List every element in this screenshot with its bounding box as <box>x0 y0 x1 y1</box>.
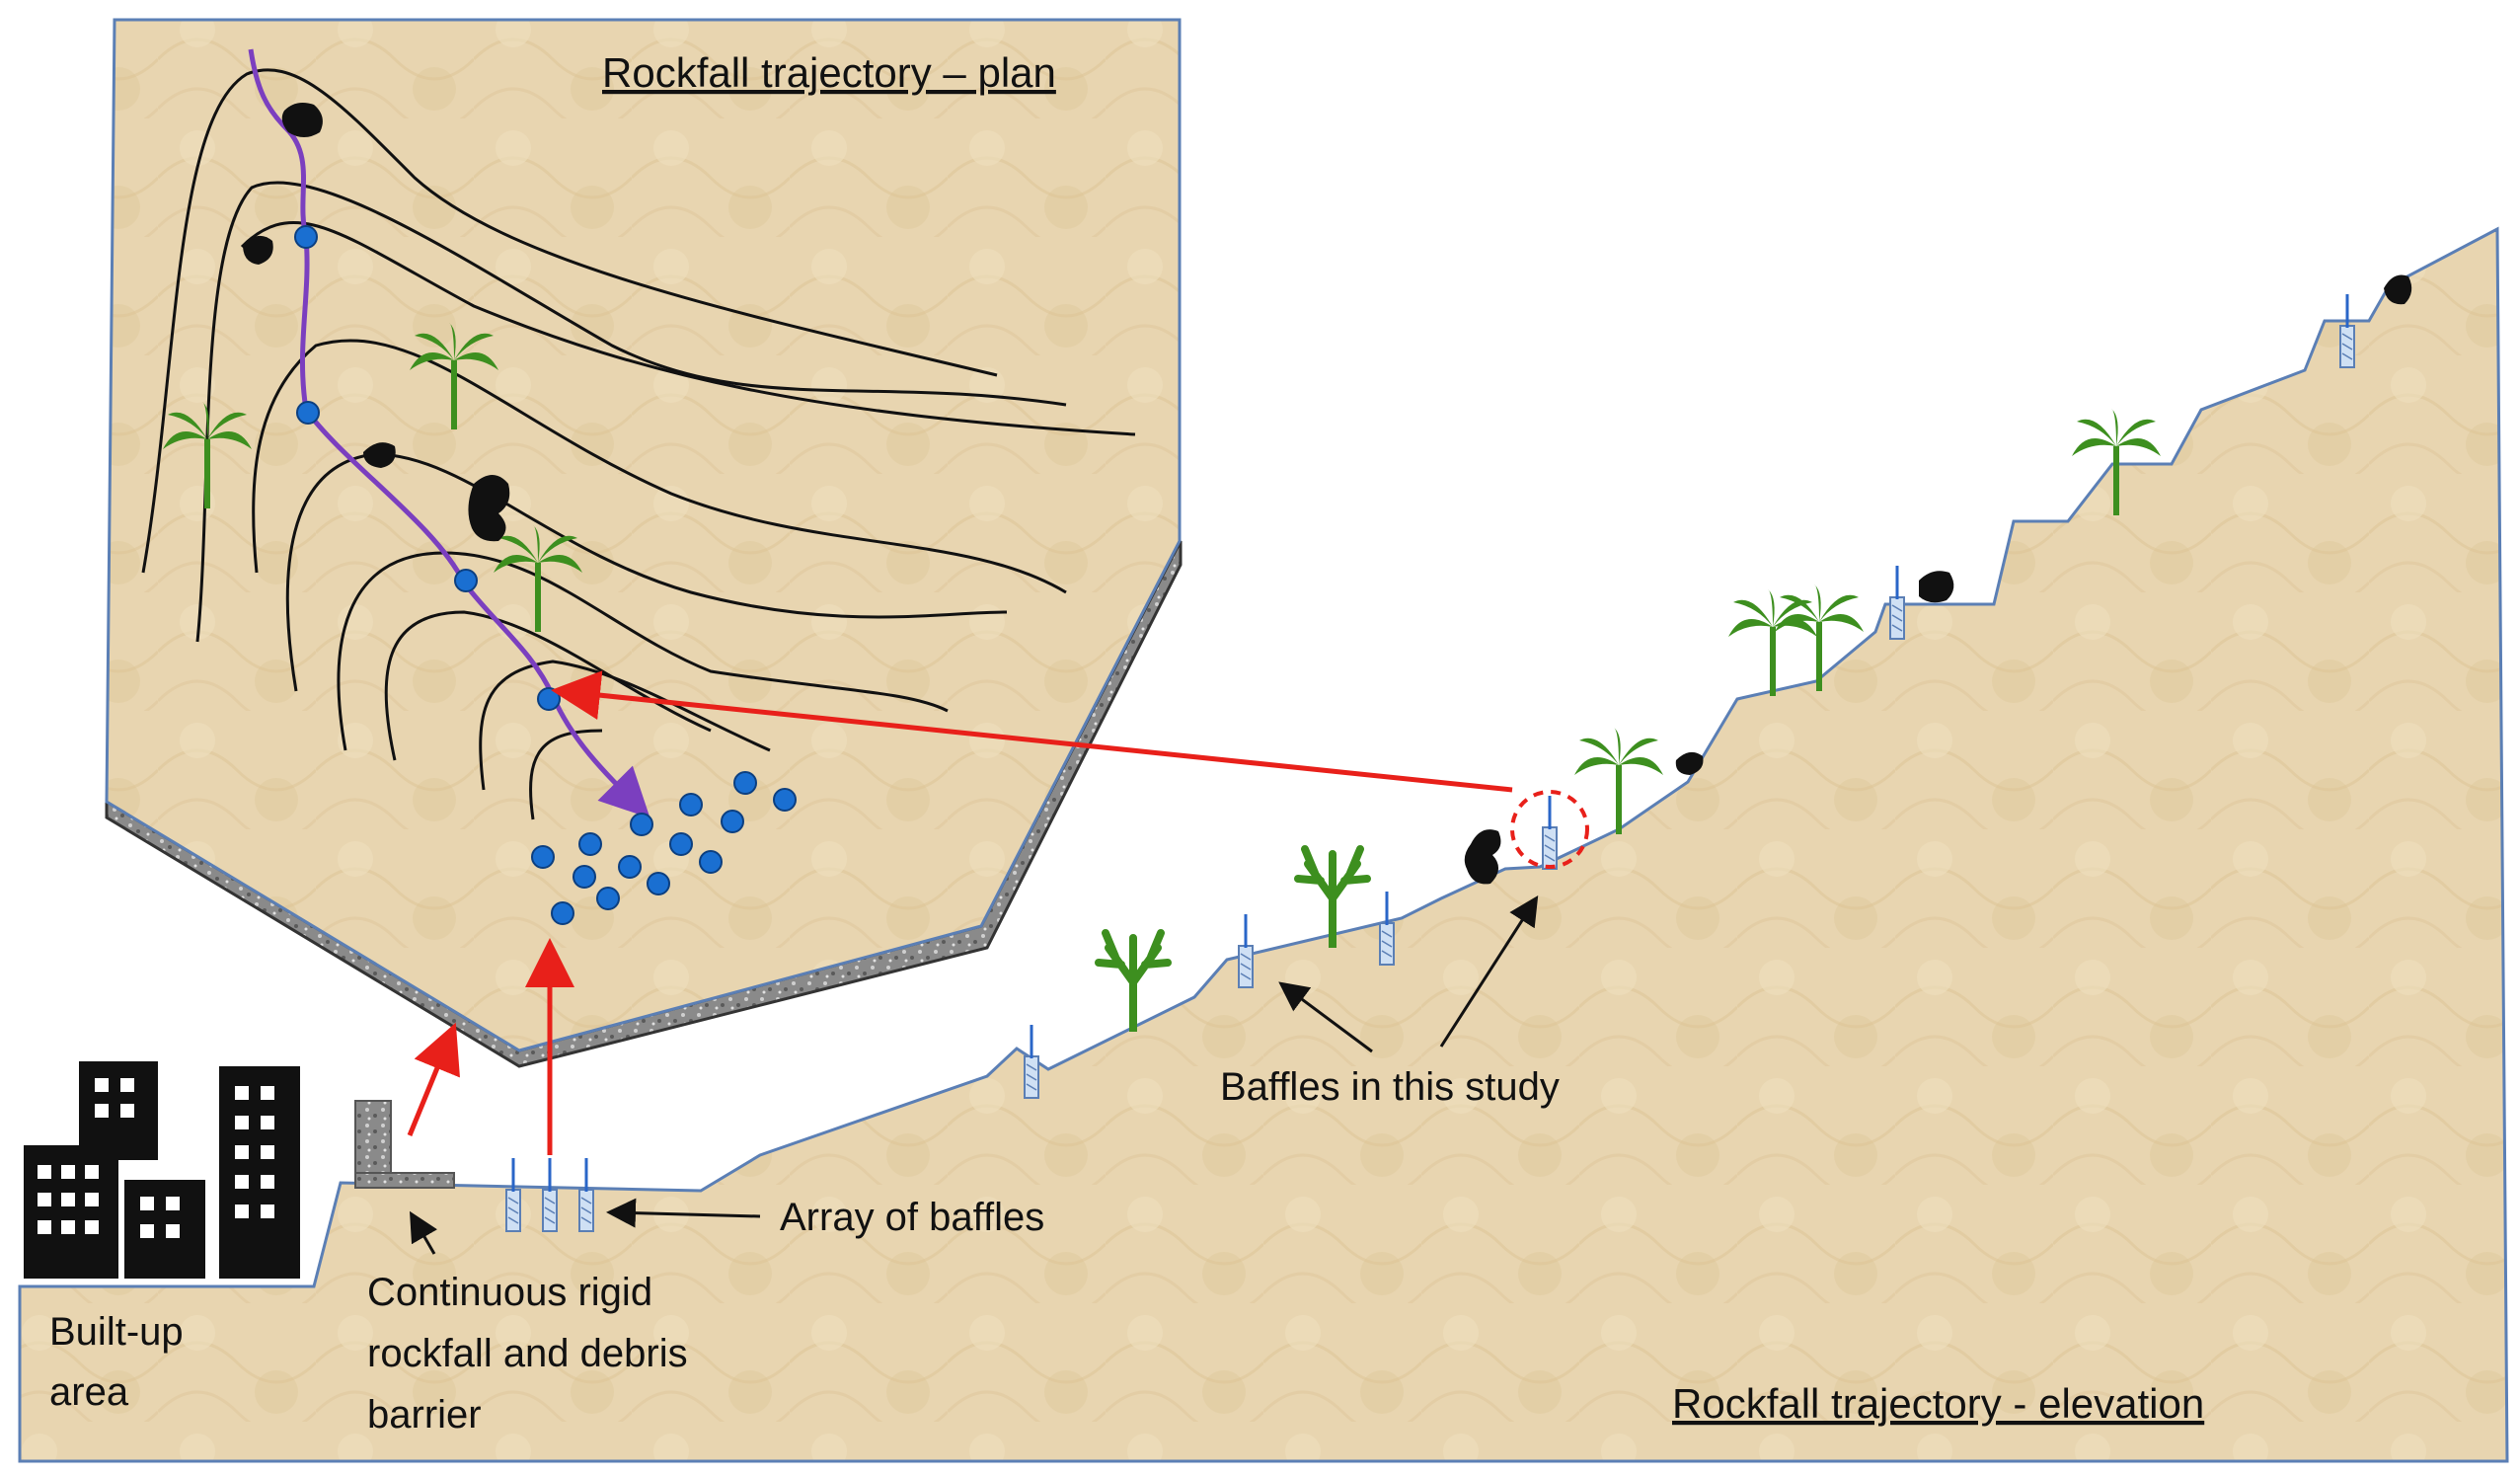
building-icon <box>124 1180 205 1279</box>
label-array-of-baffles: Array of baffles <box>780 1196 1044 1239</box>
label-barrier-1: Continuous rigid <box>367 1271 652 1314</box>
baffle-post-icon <box>1541 794 1559 871</box>
boulder-icon <box>1919 571 1954 603</box>
rigid-barrier <box>354 1100 455 1189</box>
baffle-post-icon <box>2338 292 2356 369</box>
building-windows <box>38 1078 274 1238</box>
boulder-icon <box>468 475 510 542</box>
boulder-icon <box>1464 829 1501 885</box>
boulder-icon <box>281 103 323 137</box>
baffle-post-icon <box>1237 912 1255 989</box>
building-icon <box>219 1066 300 1279</box>
baffle-post-icon <box>504 1156 522 1233</box>
boulder-icon <box>2384 274 2412 305</box>
plan-contours <box>141 68 1136 820</box>
elevation-view-title: Rockfall trajectory - elevation <box>1672 1380 2204 1427</box>
boulder-icon <box>1675 751 1704 775</box>
elevation-boulders <box>1464 274 2412 885</box>
baffle-post-icon <box>541 1156 559 1233</box>
baffle-post-icon <box>1888 564 1906 641</box>
baffle-post-icon <box>577 1156 595 1233</box>
pointer-study-2 <box>1439 894 1539 1048</box>
pointer-array <box>606 1198 761 1228</box>
label-built-up-2: area <box>49 1370 129 1414</box>
callout-arrow-study-baffle <box>551 670 1513 793</box>
pointer-study-1 <box>1278 981 1373 1053</box>
plan-view-panel <box>105 18 1182 1052</box>
boulder-icon <box>243 235 273 265</box>
plan-boulders <box>243 103 510 542</box>
callout-arrow-barrier <box>407 1022 460 1136</box>
baffle-array-dots <box>531 771 797 925</box>
plan-view-title: Rockfall trajectory – plan <box>602 49 1056 96</box>
building-icon <box>79 1061 158 1160</box>
label-barrier-2: rockfall and debris <box>367 1332 688 1375</box>
boulder-icon <box>363 442 396 468</box>
label-barrier-3: barrier <box>367 1393 482 1437</box>
label-built-up-1: Built-up <box>49 1310 184 1354</box>
baffle-post-icon <box>1023 1023 1040 1100</box>
study-baffle-highlight <box>1510 790 1589 869</box>
label-baffles-in-study: Baffles in this study <box>1220 1065 1560 1109</box>
baffle-post-icon <box>1378 890 1396 967</box>
pointer-barrier <box>409 1210 438 1255</box>
